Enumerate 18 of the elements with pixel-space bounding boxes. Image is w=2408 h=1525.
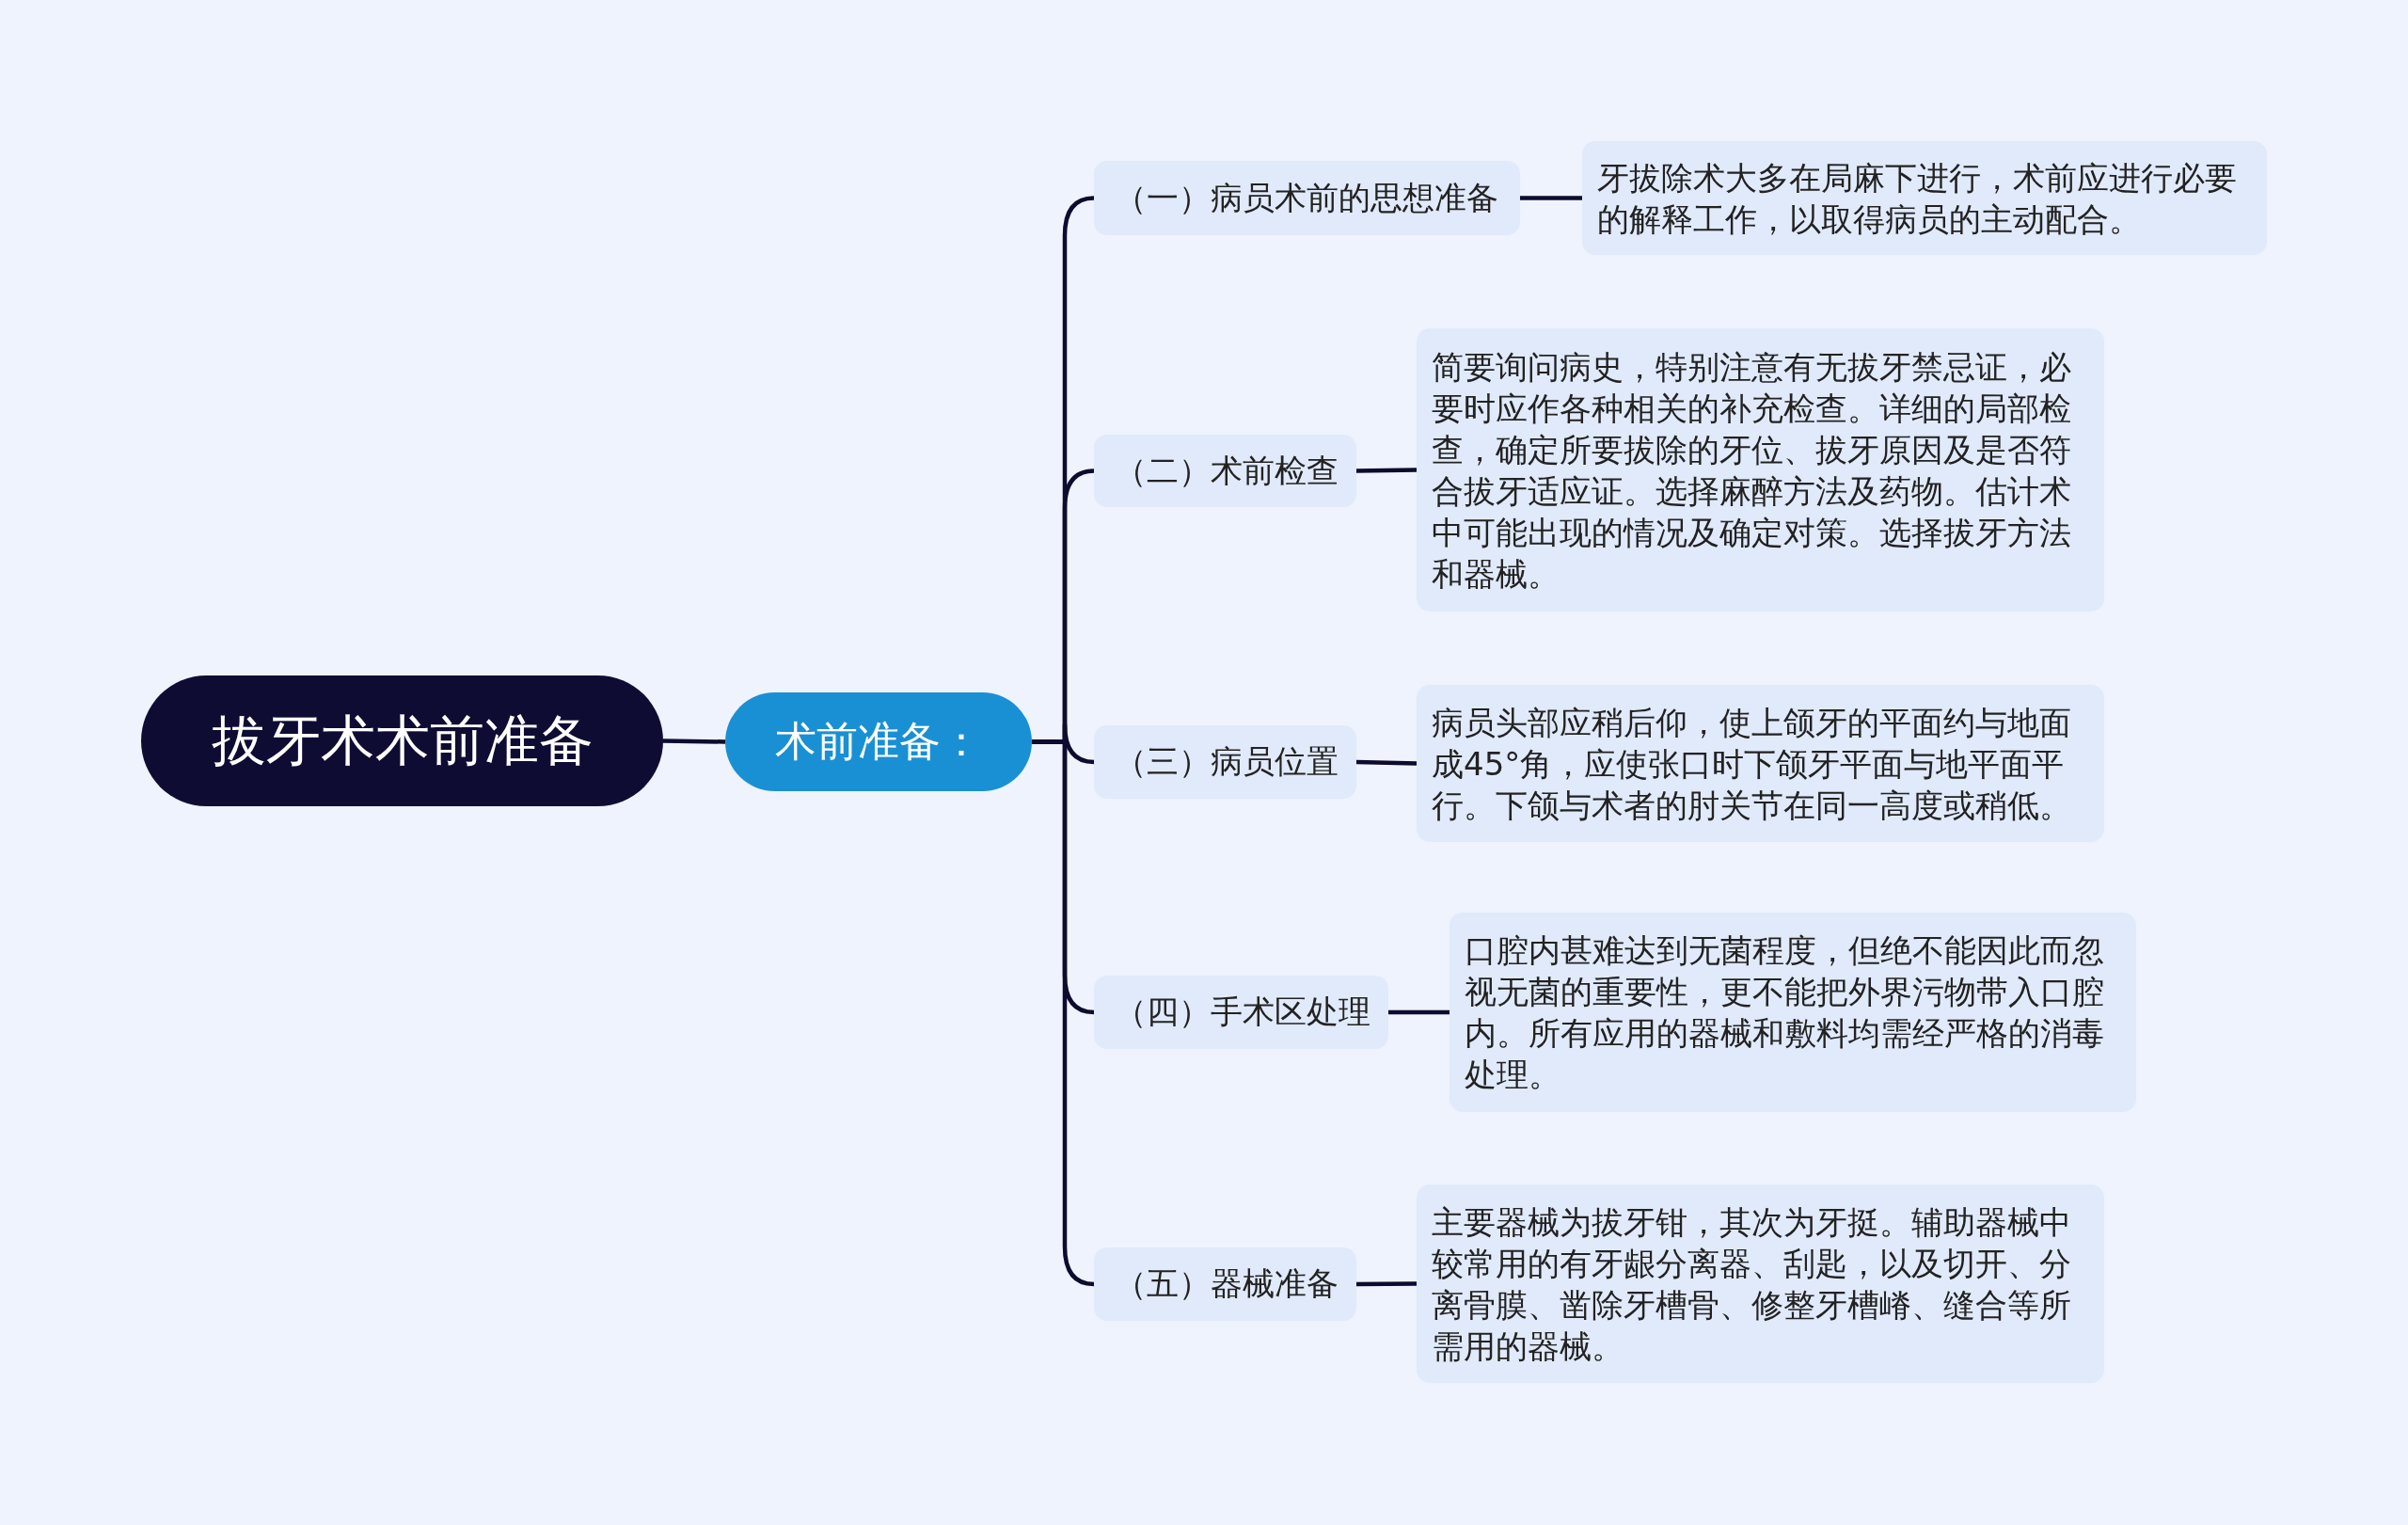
- branch-box: （五）器械准备: [1094, 1247, 1356, 1321]
- connector-line: [1355, 759, 1418, 766]
- note-box: 简要询问病史，特别注意有无拔牙禁忌证，必要时应作各种相关的补充检查。详细的局部检查，确定所要拔除的牙位、拔牙原因及是否符合拔牙适应证。选择麻醉方法及药物。估计术中可能出现的情况及确定对策。选择拔牙方法和器械。: [1417, 328, 2104, 612]
- note-box: 病员头部应稍后仰，使上颌牙的平面约与地面成45°角，应使张口时下颌牙平面与地平面平行。下颌与术者的肘关节在同一高度或稍低。: [1417, 685, 2104, 842]
- branch-box: （三）病员位置: [1094, 725, 1356, 799]
- note-box: 主要器械为拔牙钳，其次为牙挺。辅助器械中较常用的有牙龈分离器、刮匙，以及切开、分离骨膜、凿除牙槽骨、修整牙槽嵴、缝合等所需用的器械。: [1417, 1184, 2104, 1383]
- note-box: 牙拔除术大多在局麻下进行，术前应进行必要的解释工作，以取得病员的主动配合。: [1582, 141, 2267, 255]
- branch-box: （四）手术区处理: [1094, 976, 1388, 1049]
- connector-line: [1388, 1009, 1450, 1015]
- note-box: 口腔内甚难达到无菌程度，但绝不能因此而忽视无菌的重要性，更不能把外界污物带入口腔内。所有应用的器械和敷料均需经严格的消毒处理。: [1450, 913, 2136, 1112]
- connector-line: [662, 739, 726, 744]
- root-topic-box: 拔牙术术前准备: [141, 675, 663, 806]
- branch-box: （二）术前检查: [1094, 435, 1356, 507]
- connector-line: [1355, 468, 1418, 473]
- branch-box: （一）病员术前的思想准备: [1094, 161, 1520, 235]
- connector-line: [1356, 1281, 1417, 1287]
- topic-box: 术前准备：: [725, 692, 1032, 791]
- connector-line: [1520, 196, 1582, 200]
